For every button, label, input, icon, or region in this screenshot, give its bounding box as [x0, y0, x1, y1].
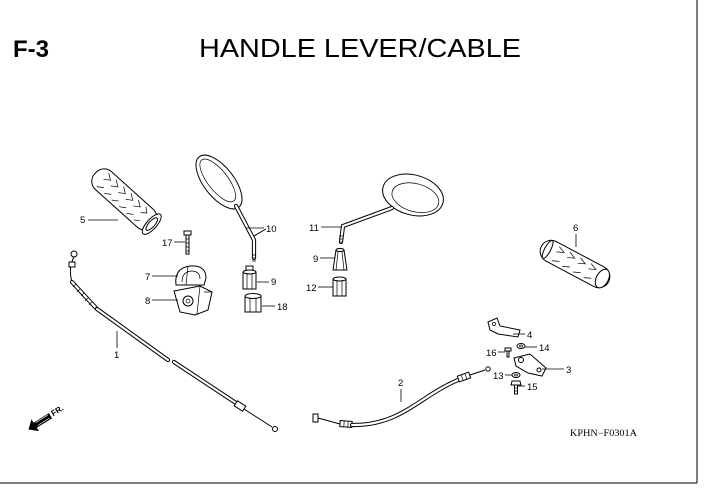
- right-mirror: [338, 173, 444, 245]
- callout-label: 5: [80, 215, 85, 226]
- bolt-16: [504, 347, 512, 358]
- bracket-4: [487, 317, 521, 338]
- right-handle-grip: [539, 239, 611, 289]
- nut-9-right: [332, 248, 348, 271]
- callout-label: 3: [566, 365, 571, 376]
- front-direction-indicator: FR.: [28, 404, 66, 432]
- callout-label: 16: [486, 348, 497, 359]
- bolt-17: [183, 230, 192, 255]
- callout-label: 11: [309, 223, 319, 234]
- nut-18: [244, 293, 262, 313]
- lever-cover-7: [175, 265, 207, 286]
- callout-label: 2: [398, 378, 403, 389]
- washer-13: [511, 372, 521, 378]
- callout-label: 4: [527, 330, 532, 341]
- cable-1: [68, 250, 278, 432]
- lever-arm-3: [513, 353, 547, 377]
- callouts: 5 17 10 7 9 8 18 1 11 9 12 6 4 14 16 3 1: [80, 215, 578, 402]
- callout-label: 13: [493, 371, 504, 382]
- bolt-15: [510, 380, 522, 395]
- washer-14: [516, 343, 526, 349]
- callout-label: 14: [539, 343, 550, 354]
- left-mirror: [195, 154, 267, 262]
- page-title: HANDLE LEVER/CABLE: [199, 33, 521, 63]
- callout-label: 10: [266, 224, 277, 235]
- cable-2: [312, 366, 491, 428]
- lever-bracket-8: [173, 285, 213, 316]
- arrow-icon: [28, 413, 53, 432]
- callout-label: 7: [145, 272, 150, 283]
- callout-label: 9: [271, 277, 276, 288]
- callout-label: 8: [145, 296, 150, 307]
- callout-label: 6: [573, 223, 578, 234]
- callout-label: 17: [162, 238, 173, 249]
- callout-label: 18: [277, 302, 288, 313]
- nut-9-left: [242, 265, 257, 290]
- callout-label: 12: [306, 283, 317, 294]
- callout-label: 1: [114, 350, 119, 361]
- nut-12: [332, 276, 347, 297]
- callout-label: 9: [313, 254, 318, 265]
- diagram-code: KPHN−F0301A: [570, 428, 638, 438]
- left-handle-grip: [91, 168, 162, 235]
- callout-label: 15: [527, 382, 538, 393]
- direction-label: FR.: [50, 404, 66, 418]
- section-code: F-3: [13, 36, 49, 63]
